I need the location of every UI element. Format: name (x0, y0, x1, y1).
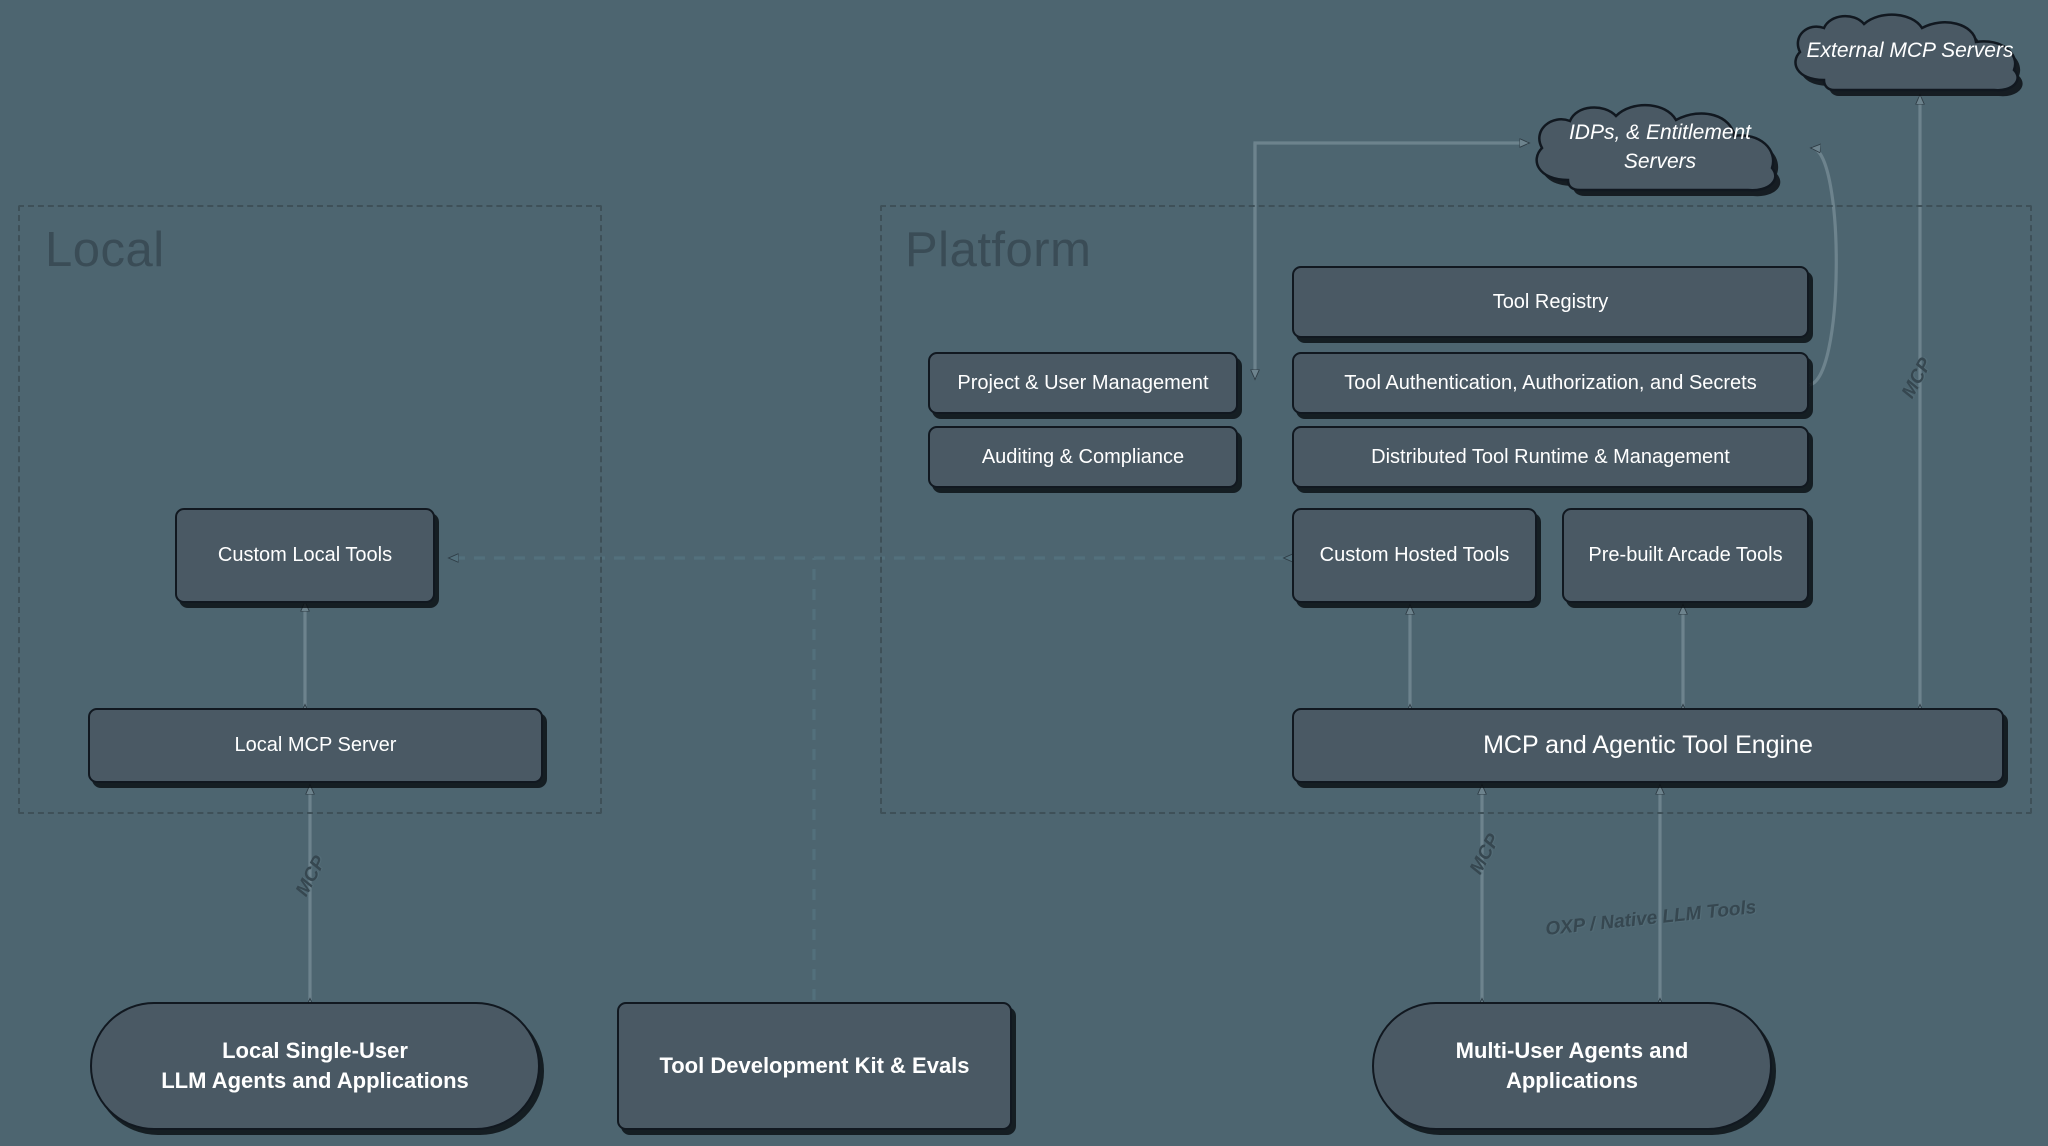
node-multi-user-agents-line2: Applications (1505, 1068, 1638, 1093)
node-prebuilt-arcade-tools[interactable]: Pre-built Arcade Tools (1562, 508, 1809, 603)
cloud-shape-icon (1535, 103, 1781, 197)
node-distributed-tool-runtime-management[interactable]: Distributed Tool Runtime & Management (1292, 426, 1809, 488)
cloud-idps-entitlement-servers-label: IDPs, & Entitlement Servers (1568, 121, 1752, 173)
node-local-agents-line2: LLM Agents and Applications (161, 1068, 469, 1093)
node-mcp-agentic-tool-engine[interactable]: MCP and Agentic Tool Engine (1292, 708, 2004, 783)
cloud-shape-icon (1794, 13, 2023, 97)
node-local-single-user-agents[interactable]: Local Single-User LLM Agents and Applica… (90, 1002, 540, 1130)
edge-label-platform-mcp: MCP (1466, 830, 1505, 878)
node-tool-development-kit[interactable]: Tool Development Kit & Evals (617, 1002, 1012, 1130)
edge-label-local-mcp: MCP (292, 852, 331, 900)
node-tool-registry[interactable]: Tool Registry (1292, 266, 1809, 338)
cluster-platform (880, 205, 2032, 814)
cluster-local-title: Local (45, 223, 165, 277)
cluster-local (18, 205, 602, 814)
cloud-idps-entitlement-servers[interactable]: IDPs, & Entitlement Servers (1520, 95, 1800, 200)
node-multi-user-agents[interactable]: Multi-User Agents and Applications (1372, 1002, 1772, 1130)
edge-label-oxp-native-llm-tools: OXP / Native LLM Tools (1544, 896, 1758, 941)
cloud-external-mcp-servers-label: External MCP Servers (1806, 38, 2014, 62)
node-multi-user-agents-line1: Multi-User Agents and (1455, 1038, 1689, 1064)
cluster-platform-title: Platform (905, 223, 1092, 277)
node-tool-authentication-authorization-secrets[interactable]: Tool Authentication, Authorization, and … (1292, 352, 1809, 414)
node-project-user-management[interactable]: Project & User Management (928, 352, 1238, 414)
node-custom-local-tools[interactable]: Custom Local Tools (175, 508, 435, 603)
node-local-mcp-server[interactable]: Local MCP Server (88, 708, 543, 783)
node-custom-hosted-tools[interactable]: Custom Hosted Tools (1292, 508, 1537, 603)
node-auditing-compliance[interactable]: Auditing & Compliance (928, 426, 1238, 488)
cloud-external-mcp-servers[interactable]: External MCP Servers (1780, 5, 2040, 97)
node-local-agents-line1: Local Single-User (222, 1038, 408, 1064)
